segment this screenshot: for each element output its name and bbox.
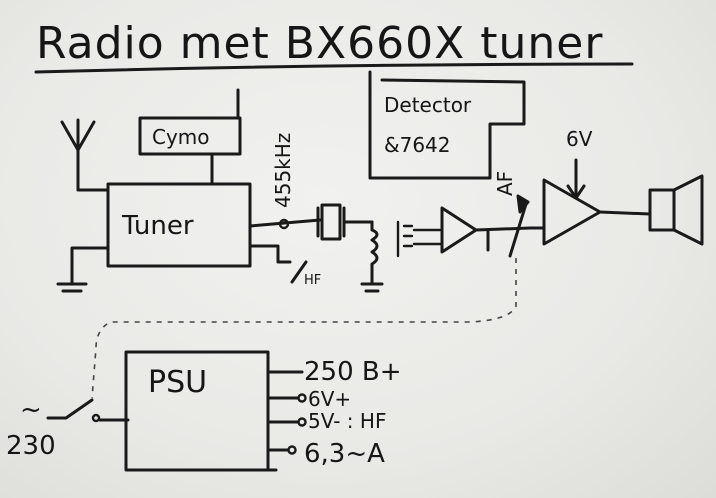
psu-output-5v: 5V- : HF [266, 409, 386, 433]
switch-terminal [91, 413, 101, 423]
mains-voltage-label: 230 [6, 431, 56, 461]
amp-supply-arrow-icon [566, 158, 586, 200]
tuner-label: Tuner [121, 211, 194, 241]
if-transformer-icon [396, 220, 442, 258]
af-label: AF [493, 171, 517, 196]
speaker-icon [648, 174, 704, 246]
ground-icon [56, 246, 110, 293]
hf-label: HF [304, 273, 321, 288]
diagram-title: Radio met BX660X tuner [36, 18, 603, 69]
cymo-label: Cymo [152, 125, 210, 149]
hf-wire [248, 244, 292, 264]
svg-text:250 B+: 250 B+ [304, 357, 402, 387]
psu-output-6v: 6V+ [266, 387, 351, 411]
if-output-wire [248, 218, 322, 228]
detector-buffer-icon [440, 206, 478, 254]
if-output-terminal [278, 218, 290, 230]
svg-text:6V+: 6V+ [308, 387, 351, 411]
ceramic-filter-icon [316, 203, 374, 241]
dashed-mechanical-link [91, 258, 517, 399]
detector-block [368, 70, 526, 180]
detector-label-line2: &7642 [384, 133, 451, 157]
if-frequency-label: 455kHz [271, 133, 295, 208]
antenna-icon [60, 118, 110, 192]
svg-text:5V- : HF: 5V- : HF [308, 409, 386, 433]
psu-output-250: 250 B+ [266, 357, 402, 387]
mains-switch-icon [46, 398, 94, 420]
coil-icon [360, 220, 384, 293]
detector-label-line1: Detector [384, 93, 472, 117]
volume-pot-head-icon [516, 194, 530, 214]
hf-arrow-icon [290, 260, 308, 284]
psu-output-6-3v: 6,3~A [266, 439, 385, 469]
audio-amplifier-icon [542, 178, 602, 246]
psu-label: PSU [148, 365, 207, 400]
amp-supply-label: 6V [566, 127, 593, 151]
cymo-block [138, 116, 242, 156]
svg-text:6,3~A: 6,3~A [304, 439, 385, 469]
volume-pot-arrow-icon [508, 202, 528, 258]
mains-symbol: ~ [20, 395, 42, 425]
title-underline [34, 62, 634, 74]
af-wire [474, 226, 532, 232]
speaker-wire [598, 210, 652, 216]
